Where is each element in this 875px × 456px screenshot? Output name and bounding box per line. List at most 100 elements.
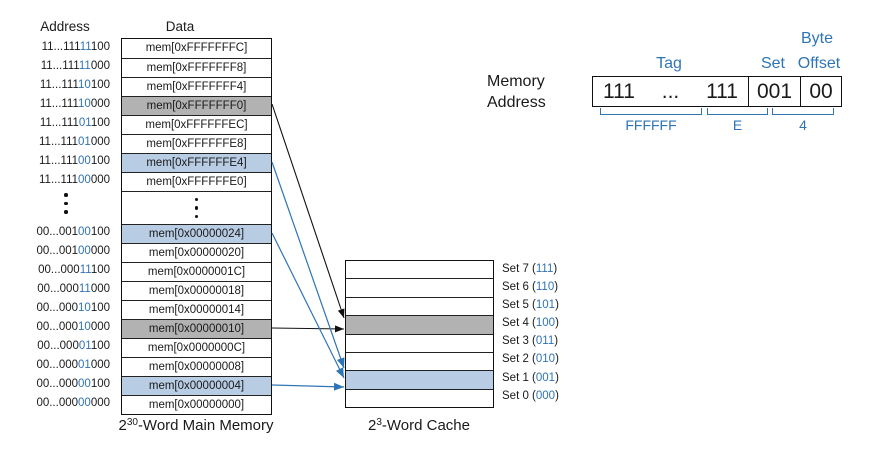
set-bits: 00: [78, 155, 91, 167]
arrow-00000010-to-set4: [271, 325, 345, 333]
hex-value-tag: FFFFFF: [625, 117, 677, 133]
memory-cell: mem[0xFFFFFFF8]: [122, 58, 271, 77]
memory-cell: mem[0xFFFFFFE0]: [122, 172, 271, 191]
address-row: 00...00011100: [38, 264, 110, 276]
address-row: 00...00000100: [36, 378, 110, 390]
set-bits: 11: [79, 41, 91, 53]
offset-field-label: Offset: [797, 55, 841, 72]
cache-row: [346, 351, 493, 370]
set-bits: 100: [535, 317, 556, 330]
memory-cell: mem[0xFFFFFFEC]: [122, 115, 271, 134]
memory-cell: mem[0xFFFFFFFC]: [145, 42, 248, 54]
memory-cell: mem[0xFFFFFFE4]: [122, 153, 271, 172]
memory-cell: mem[0x00000014]: [122, 300, 271, 319]
set-label: Set 7 (111): [502, 263, 558, 275]
set-bits: 111: [535, 263, 554, 275]
cache-row: [346, 315, 493, 334]
set-bits: 11: [79, 264, 91, 276]
set-bits: 11: [78, 60, 91, 72]
set-bits: 01: [78, 136, 91, 148]
set-label: Set 3 (011): [502, 335, 559, 348]
data-column-header: Data: [165, 19, 195, 34]
address-row: 11...11110100: [39, 79, 110, 91]
set-bits: 101: [535, 299, 556, 312]
set-bits: 010: [535, 353, 556, 366]
offset-field: 00: [800, 77, 841, 106]
memory-cell: mem[0x0000000C]: [122, 338, 271, 357]
address-row: 11...11101100: [39, 117, 110, 129]
memory-cell: mem[0x00000020]: [122, 243, 271, 262]
address-row: 11...11100100: [39, 155, 110, 167]
hex-bracket-tag: [600, 108, 702, 115]
memory-cell: mem[0x00000018]: [122, 281, 271, 300]
cache-row: [346, 370, 493, 389]
memory-cell: mem[0x00000010]: [122, 319, 271, 338]
set-bits: 10: [78, 321, 91, 333]
set-bits: 011: [535, 335, 555, 348]
set-bits: 10: [78, 79, 91, 91]
set-label: Set 1 (001): [502, 371, 559, 384]
address-row: 11...11111000: [40, 60, 110, 72]
set-label-column: Set 7 (111) Set 6 (110) Set 5 (101) Set …: [502, 260, 582, 405]
set-label: Set 0 (000): [502, 389, 559, 402]
set-bits: 11: [78, 283, 91, 295]
tag-field-label: Tag: [656, 55, 682, 72]
set-bits: 01: [78, 359, 91, 371]
address-row: 00...00010000: [36, 321, 110, 333]
set-bits: 01: [78, 117, 91, 129]
set-bits: 110: [535, 281, 555, 294]
exponent: 30: [126, 417, 138, 428]
arrow-00000004-to-set1: [271, 382, 345, 391]
address-column-top: 11...11111100 11...11111000 11...1111010…: [0, 38, 110, 190]
exponent: 3: [376, 417, 382, 428]
set-bits: 00: [78, 378, 91, 390]
hex-value-mid: E: [732, 117, 743, 133]
set-bits: 00: [78, 397, 91, 409]
memory-cell: mem[0x00000004]: [122, 376, 271, 395]
arrow-00000024-to-set1: [271, 232, 345, 379]
memory-cell: mem[0xFFFFFFF4]: [122, 77, 271, 96]
address-column-bottom: 00...00100100 00...00100000 00...0001110…: [0, 223, 110, 413]
address-row: 11...11111100: [41, 41, 110, 53]
arrow-fffffff0-to-set4: [271, 103, 345, 319]
ellipsis: [60, 193, 72, 214]
set-bits: 00: [78, 174, 91, 186]
hex-bracket-low: [772, 108, 834, 115]
address-row: 00...00001100: [37, 340, 110, 352]
set-label: Set 5 (101): [502, 299, 559, 312]
cache-row: [346, 278, 493, 296]
ellipsis: [122, 191, 271, 224]
set-bits: 10: [78, 98, 91, 110]
hex-bracket-mid: [707, 108, 768, 115]
address-row: 11...11101000: [39, 136, 110, 148]
main-memory-caption: 230-Word Main Memory: [118, 417, 274, 434]
memory-cell: mem[0x00000024]: [122, 224, 271, 243]
set-bits: 10: [78, 302, 91, 314]
set-bits: 00: [78, 226, 91, 238]
set-label: Set 2 (010): [502, 353, 559, 366]
cache-row: [346, 333, 493, 352]
memory-address-box: 111 ... 111 001 00: [592, 76, 842, 107]
cache-row: [346, 296, 493, 315]
set-field: 001: [748, 77, 800, 106]
address-row: 00...00000000: [36, 397, 110, 409]
address-row: 11...11110000: [39, 98, 110, 110]
cache-table: [345, 260, 494, 408]
set-label: Set 4 (100): [502, 317, 559, 330]
set-bits: 001: [535, 371, 556, 384]
main-memory-table: mem[0xFFFFFFFC] mem[0xFFFFFFF8] mem[0xFF…: [121, 38, 272, 415]
set-bits: 00: [78, 245, 91, 257]
cache-caption: 23-Word Cache: [368, 417, 470, 434]
memory-cell: mem[0xFFFFFFE8]: [122, 134, 271, 153]
tag-field: 111 ... 111: [603, 80, 738, 103]
address-row: 11...11100000: [39, 174, 110, 186]
hex-value-low: 4: [799, 117, 807, 133]
memory-cell: mem[0x00000008]: [122, 357, 271, 376]
memory-cell: mem[0x0000001C]: [122, 262, 271, 281]
address-row: 00...00011000: [37, 283, 110, 295]
set-bits: 000: [535, 389, 556, 402]
arrow-ffffffe4-to-set1: [271, 161, 345, 369]
memory-cell: mem[0x00000000]: [122, 395, 271, 414]
memory-cell: mem[0xFFFFFFF0]: [122, 96, 271, 115]
